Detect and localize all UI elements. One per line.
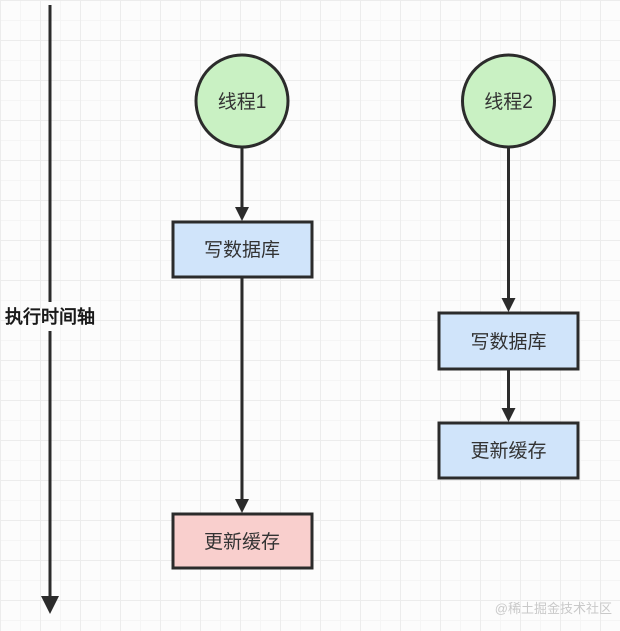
thread-1-label: 线程1 xyxy=(218,91,267,113)
thread-2-lane: 线程2 写数据库 更新缓存 xyxy=(437,53,580,480)
thread-2-step-write-db-label: 写数据库 xyxy=(470,331,546,353)
timeline-axis: 执行时间轴 xyxy=(5,5,95,614)
thread-2-label: 线程2 xyxy=(484,91,533,113)
timeline-label: 执行时间轴 xyxy=(5,306,95,327)
watermark-text: @稀土掘金技术社区 xyxy=(495,601,612,616)
thread-1-node xyxy=(194,53,290,149)
thread-1-step-update-cache-label: 更新缓存 xyxy=(204,531,280,553)
thread-2-step-write-db-box xyxy=(437,311,580,371)
thread-2-node xyxy=(461,53,556,149)
thread-1-step-update-cache-box xyxy=(171,512,314,570)
thread-1-lane: 线程1 写数据库 更新缓存 xyxy=(171,53,314,570)
thread-2-step-update-cache-box xyxy=(437,421,580,480)
thread-1-step-write-db-label: 写数据库 xyxy=(204,239,280,261)
thread-2-step-update-cache-label: 更新缓存 xyxy=(470,440,546,462)
